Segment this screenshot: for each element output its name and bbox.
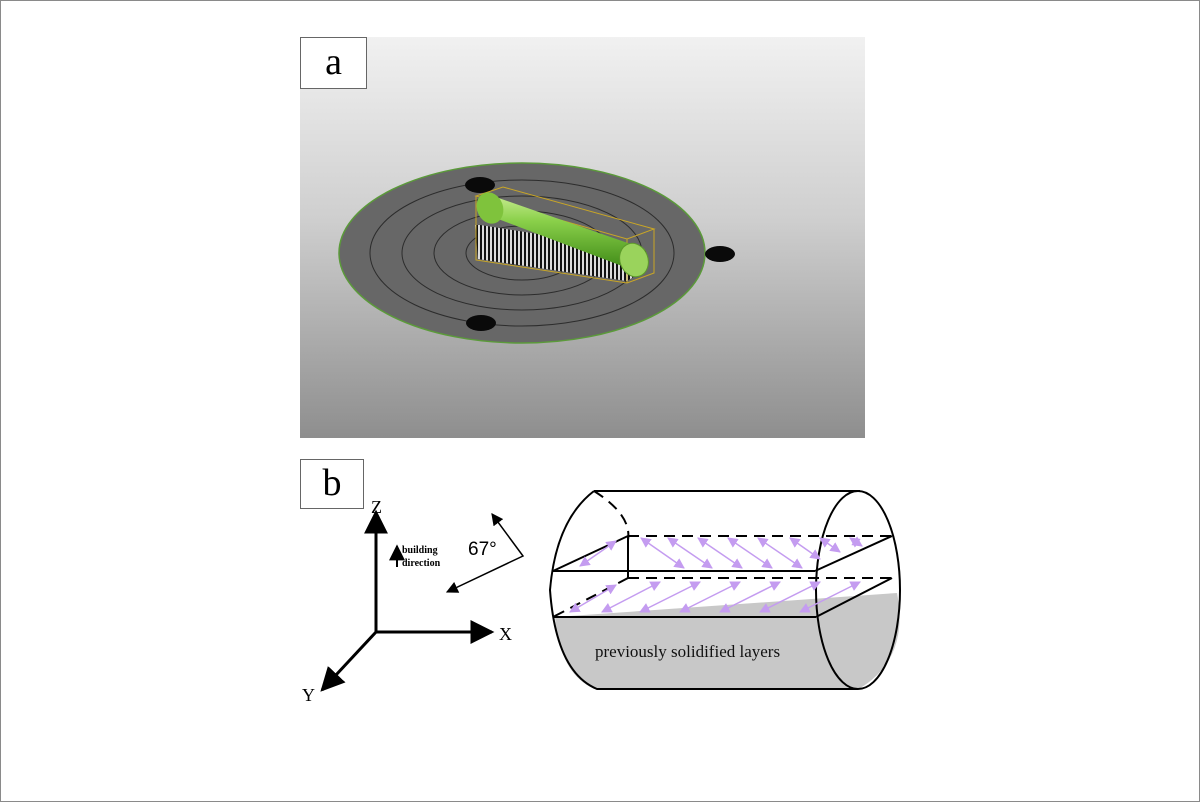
render-panel-a	[300, 37, 865, 438]
cylinder-specimen: previously solidified layers	[548, 490, 901, 690]
coordinate-axes: Z X Y	[302, 497, 512, 705]
scan-vectors-top	[579, 536, 863, 569]
mounting-hole	[705, 246, 735, 262]
y-axis-label: Y	[302, 685, 315, 705]
cylinder-part	[477, 195, 645, 269]
panel-label-b: b	[300, 459, 364, 509]
panel-label-a: a	[300, 37, 367, 89]
y-axis	[320, 630, 378, 692]
rotation-angle-indicator	[445, 513, 525, 593]
hidden-edge	[593, 490, 630, 541]
build-direction-label: building	[402, 545, 438, 556]
build-plate-render	[338, 162, 735, 344]
support-structure	[475, 225, 646, 281]
x-axis-label: X	[499, 624, 512, 644]
build-direction-label: direction	[402, 558, 441, 569]
cylinder-end-face	[619, 242, 649, 278]
current-layer	[552, 535, 893, 618]
z-axis-label: Z	[371, 497, 382, 517]
rotation-angle-label: 67°	[468, 539, 497, 560]
scan-vectors-lower	[569, 581, 861, 613]
mounting-hole	[465, 177, 495, 193]
solidified-layers-label: previously solidified layers	[595, 642, 780, 661]
mounting-hole	[466, 315, 496, 331]
